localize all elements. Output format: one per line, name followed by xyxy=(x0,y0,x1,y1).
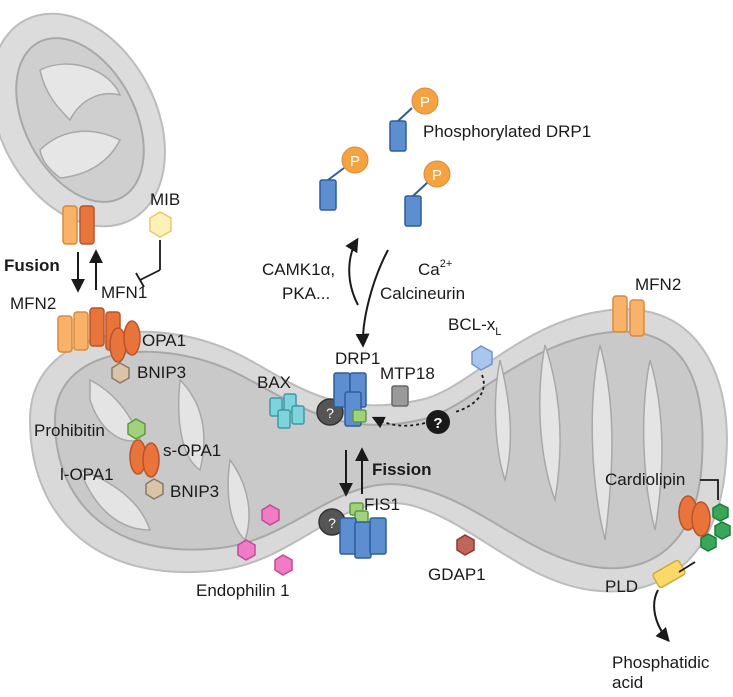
bcl-xl-icon xyxy=(471,345,493,371)
bcl-text: BCL-x xyxy=(448,315,496,334)
dephosphorylation-arrow xyxy=(355,249,389,348)
bnip3-top-icon xyxy=(111,362,130,384)
p-label-3: P xyxy=(432,167,442,184)
p-label-1: P xyxy=(420,94,430,111)
pld-link-line xyxy=(678,561,696,573)
phosphatidic-acid-line1: Phosphatidic xyxy=(612,653,710,672)
unknown-factor-icon xyxy=(426,410,450,434)
mib-inhibition-bar xyxy=(135,272,145,288)
phosphatidic-acid-line2: acid xyxy=(612,673,643,692)
phosphorylated-drp1-left: P xyxy=(319,146,369,211)
bax-label: BAX xyxy=(257,373,291,392)
fission-label: Fission xyxy=(372,460,432,479)
bcl-dotted-line xyxy=(454,374,485,413)
mib-icon xyxy=(149,211,172,238)
s-opa1-label: s-OPA1 xyxy=(163,441,221,460)
prohibitin-label: Prohibitin xyxy=(34,421,105,440)
small-mitochondrion xyxy=(0,12,166,228)
endophilin-label: Endophilin 1 xyxy=(196,581,290,600)
drp1-complex-bottom: ? xyxy=(318,502,387,559)
mfn1-label: MFN1 xyxy=(101,283,147,302)
pld-label: PLD xyxy=(605,577,638,596)
camk-label-2: PKA... xyxy=(282,284,330,303)
calcineurin-label: Calcineurin xyxy=(380,284,465,303)
mib-label: MIB xyxy=(150,190,180,209)
ca-label: Ca2+ xyxy=(418,258,452,279)
main-mitochondrion xyxy=(28,308,728,593)
opa1-label: OPA1 xyxy=(142,331,186,350)
drp1-complex-top: ? xyxy=(316,372,367,427)
gdap1-icon xyxy=(456,534,475,556)
cardiolipin-bracket xyxy=(700,479,719,500)
l-opa1-icon xyxy=(142,442,160,478)
bnip3-bottom-label: BNIP3 xyxy=(170,482,219,501)
mtp18-icon xyxy=(391,385,409,407)
mfn2-left-label: MFN2 xyxy=(10,294,56,313)
bnip3-bottom-icon xyxy=(145,478,164,500)
camk-label-1: CAMK1α, xyxy=(262,260,335,279)
fis1-label: FIS1 xyxy=(364,495,400,514)
mfn-complex-left xyxy=(57,307,141,363)
ca-text: Ca xyxy=(418,260,440,279)
pld-icon xyxy=(652,559,686,589)
question-mark-drp1-top: ? xyxy=(326,405,334,421)
question-mark-drp1-bottom: ? xyxy=(328,515,336,531)
l-opa1-label: l-OPA1 xyxy=(60,465,114,484)
p-label-2: P xyxy=(350,153,360,170)
pld-product-arrow xyxy=(653,589,670,643)
phosphorylation-arrow xyxy=(345,237,359,306)
cardiolipin-label: Cardiolipin xyxy=(605,470,685,489)
ca-superscript: 2+ xyxy=(440,258,453,270)
phosphorylated-drp1-top: P xyxy=(389,87,439,152)
gdap1-label: GDAP1 xyxy=(428,565,486,584)
mfn2-right-label: MFN2 xyxy=(635,275,681,294)
unknown-factor-label: ? xyxy=(433,415,442,432)
cardiolipin-complex xyxy=(678,495,731,552)
bcl-subscript: L xyxy=(495,326,501,338)
mfn-dimer-small-mito xyxy=(62,205,95,245)
endophilin-icons xyxy=(237,504,293,576)
mfn2-right-dimer xyxy=(612,295,645,337)
mtp18-label: MTP18 xyxy=(380,364,435,383)
drp1-label: DRP1 xyxy=(335,349,380,368)
mib-inhibition-diag xyxy=(139,269,161,281)
bnip3-top-label: BNIP3 xyxy=(137,363,186,382)
fusion-label: Fusion xyxy=(4,256,60,275)
bax-icon xyxy=(269,393,305,429)
prohibitin-icon xyxy=(127,418,146,440)
phosphorylated-drp1-right: P xyxy=(404,160,451,227)
phosphorylated-drp1-label: Phosphorylated DRP1 xyxy=(423,122,591,141)
bcl-x-label: BCL-xL xyxy=(448,315,501,338)
unknown-factor-arrow xyxy=(371,416,426,429)
